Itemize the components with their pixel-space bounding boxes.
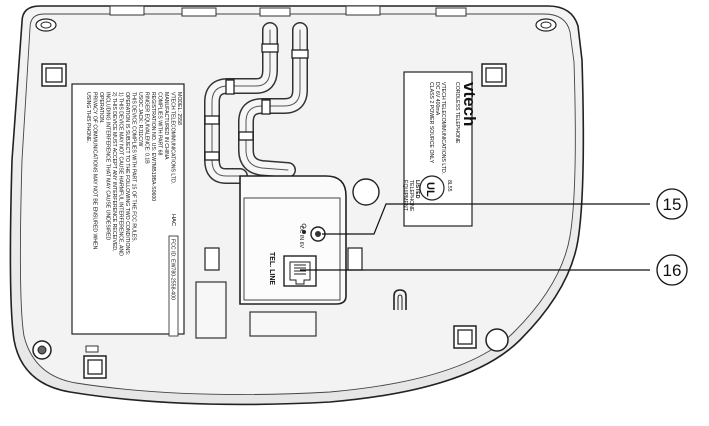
label-line: RINGER EQUIVALENCE: 0.1B (144, 92, 150, 164)
fcc-id-text: FCC ID: EW780-2558-400 (170, 239, 176, 300)
label-line: THIS DEVICE COMPLIES WITH PART 15 OF THE… (131, 92, 137, 242)
label-line: VTECH TELECOMMUNICATIONS LTD. (170, 92, 176, 184)
label-line: 1) THIS DEVICE MAY NOT CAUSE HARMFUL INT… (118, 92, 124, 256)
cord-routing-channel (204, 22, 308, 184)
label-line: COMPLIES WITH PART 68 (157, 92, 163, 156)
label-line: OPERATION. (98, 92, 104, 124)
callout-16-number: 16 (663, 261, 682, 280)
dc-in-label: DC IN 6V (298, 226, 304, 248)
rubber-foot-top-right (481, 63, 507, 87)
regulatory-label-text: MODEL: 2558 VTECH TELECOMMUNICATIONS LTD… (85, 92, 182, 256)
label-line: PRIVACY OF COMMUNICATIONS MAY NOT BE ENS… (92, 92, 98, 250)
wall-mount-keyhole (393, 289, 407, 310)
cord-clips (204, 43, 309, 161)
label-line: REGISTRATION NO. US: EW7MB19BA-S0600 (150, 92, 156, 201)
polarity-symbol (301, 223, 307, 234)
fcc-id-box (168, 235, 179, 337)
label-line: INCLUDING INTERFERENCE THAT MAY CAUSE UN… (105, 92, 111, 241)
vtech-label (403, 71, 473, 227)
ul-listed-mark: UL 8L55 LISTED TELEPHONE EQUIPMENT (402, 175, 452, 212)
label-line: MANUFACTURED IN CHINA (163, 92, 169, 160)
tel-line-jack (283, 255, 317, 287)
small-tab-bottom-left (85, 345, 99, 353)
ul-listed-text: LISTED (414, 180, 420, 199)
screw-hole-bottom-left (32, 340, 52, 360)
brand-logo: vtech (460, 82, 479, 126)
jack-side-clips (204, 247, 363, 271)
top-clips (109, 5, 467, 17)
ul-code: 8L55 (446, 180, 452, 192)
rubber-foot-bottom-left (83, 355, 107, 379)
round-dimple (352, 178, 380, 206)
callout-15: 15 (322, 188, 688, 235)
label-line: OPERATION IS SUBJECT TO THE FOLLOWING TW… (124, 92, 130, 255)
screw-hole-bottom-right (485, 328, 509, 352)
screw-hole-top-left (35, 18, 57, 32)
brand-line: VTECH TELECOMMUNICATIONS LTD. (440, 82, 446, 174)
brand-line: CLASS 2 POWER SOURCE ONLY (428, 82, 434, 164)
label-line: MODEL: 2558 (176, 92, 182, 125)
vtech-label-text: vtech CORDLESS TELEPHONE VTECH TELECOMMU… (428, 82, 479, 174)
label-line: 2) THIS DEVICE MUST ACCEPT ANY INTERFERE… (111, 92, 117, 252)
ul-listed-line: TELEPHONE (408, 180, 414, 212)
tel-line-label: TEL. LINE (268, 252, 275, 285)
brand-line: DC 6V 400mA (434, 82, 440, 116)
brand-line: CORDLESS TELEPHONE (454, 82, 460, 144)
callout-15-number: 15 (663, 195, 682, 214)
slot-bottom (249, 311, 317, 337)
slot-left (195, 281, 227, 339)
ul-mark-text: UL (424, 182, 436, 197)
screw-hole-top-right (535, 18, 557, 32)
label-line: USOC JACK: RJ11C/W (137, 92, 143, 146)
ul-listed-line: EQUIPMENT (402, 180, 408, 212)
label-line: USING THIS PHONE. (85, 92, 91, 143)
hac-label: HAC (170, 214, 176, 226)
fcc-id-area: HAC FCC ID: EW780-2558-400 (168, 214, 179, 337)
rubber-foot-top-left (41, 63, 67, 87)
callout-16: 16 (300, 254, 688, 286)
regulatory-label (71, 83, 185, 335)
rubber-foot-bottom-right (453, 325, 477, 349)
